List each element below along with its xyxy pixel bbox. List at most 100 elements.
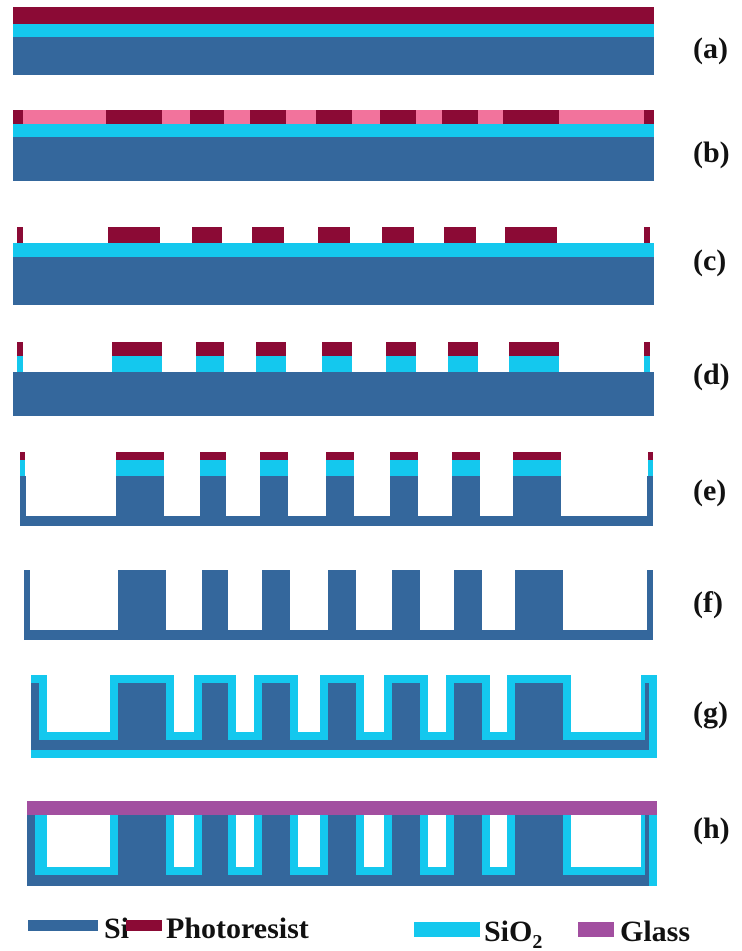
- sio2-block: [509, 356, 559, 372]
- si-pillar: [326, 476, 354, 516]
- si-pillar: [328, 683, 356, 740]
- step-label-g: (g): [693, 696, 728, 729]
- si-base: [20, 516, 653, 526]
- step-label-c: (c): [693, 244, 726, 277]
- resist-block-right: [648, 452, 653, 460]
- trench-gap: [236, 675, 254, 732]
- si-pillar: [202, 570, 228, 630]
- legend-label-sio2-main: SiO: [484, 915, 532, 948]
- si-pillar: [118, 815, 166, 875]
- resist-block: [256, 342, 286, 356]
- trench-gap: [298, 675, 320, 732]
- legend-swatch-photoresist: [126, 920, 162, 931]
- si-pillar: [513, 476, 561, 516]
- sio2-block: [452, 460, 480, 476]
- sealed-channel: [47, 815, 110, 867]
- trench-gap: [174, 675, 194, 732]
- si-pillar: [515, 570, 563, 630]
- resist-block: [250, 110, 286, 124]
- sealed-channel: [236, 815, 254, 867]
- si-substrate: [13, 372, 654, 416]
- sealed-channel: [571, 815, 641, 867]
- legend-label-photoresist: Photoresist: [166, 912, 309, 945]
- si-substrate: [13, 37, 654, 75]
- si-wall-left: [31, 683, 39, 740]
- sio2-layer: [13, 124, 654, 137]
- sio2-layer: [13, 243, 654, 257]
- si-pillar: [260, 476, 288, 516]
- sio2-block: [260, 460, 288, 476]
- sio2-block: [390, 460, 418, 476]
- resist-block: [382, 227, 414, 243]
- si-pillar: [392, 815, 420, 875]
- sealed-channel: [298, 815, 320, 867]
- resist-block: [116, 452, 164, 460]
- si-pillar: [200, 476, 226, 516]
- si-pillar: [392, 683, 420, 740]
- step-e: [20, 452, 653, 526]
- sealed-channel: [174, 815, 194, 867]
- resist-block: [448, 342, 478, 356]
- step-label-h: (h): [693, 812, 730, 845]
- trench-gap: [428, 675, 446, 732]
- si-wall-left: [27, 815, 35, 878]
- si-pillar: [202, 815, 228, 875]
- si-pillar: [116, 476, 164, 516]
- si-pillar: [390, 476, 418, 516]
- resist-block: [106, 110, 162, 124]
- resist-block: [322, 342, 352, 356]
- resist-block-right: [644, 227, 650, 243]
- si-base: [31, 740, 649, 750]
- resist-block: [252, 227, 284, 243]
- step-a: [13, 7, 654, 75]
- resist-block: [390, 452, 418, 460]
- resist-block: [386, 342, 416, 356]
- sio2-block: [448, 356, 478, 372]
- sio2-block: [256, 356, 286, 372]
- sealed-channel: [490, 815, 507, 867]
- legend-label-glass: Glass: [620, 915, 690, 948]
- resist-block-left: [17, 342, 23, 356]
- si-pillar: [454, 570, 482, 630]
- step-b: [13, 110, 654, 181]
- si-pillar: [118, 683, 166, 740]
- legend-label-sio2-subscript: 2: [532, 931, 542, 951]
- resist-block: [513, 452, 561, 460]
- resist-block: [444, 227, 476, 243]
- legend: Si Photoresist SiO2 Glass: [28, 912, 690, 951]
- resist-block: [260, 452, 288, 460]
- step-label-f: (f): [693, 586, 723, 619]
- si-pillar: [328, 570, 356, 630]
- resist-block: [316, 110, 352, 124]
- si-pillar: [454, 815, 482, 875]
- resist-block: [196, 342, 224, 356]
- si-pillar: [515, 815, 563, 875]
- step-g: [31, 675, 657, 758]
- sio2-block-right: [644, 356, 650, 372]
- si-pillar: [454, 683, 482, 740]
- si-substrate: [13, 257, 654, 305]
- sio2-block: [326, 460, 354, 476]
- si-pillar: [202, 683, 228, 740]
- si-wall-left: [24, 570, 30, 630]
- resist-block: [452, 452, 480, 460]
- resist-block: [442, 110, 478, 124]
- step-label-b: (b): [693, 136, 730, 169]
- sio2-block: [196, 356, 224, 372]
- sio2-block: [116, 460, 164, 476]
- resist-block-right: [644, 342, 650, 356]
- resist-block: [505, 227, 557, 243]
- trench-gap: [571, 675, 641, 732]
- sio2-block: [386, 356, 416, 372]
- legend-label-si: Si: [104, 912, 129, 945]
- resist-block-left: [13, 110, 23, 124]
- resist-block: [108, 227, 160, 243]
- step-label-d: (d): [693, 358, 730, 391]
- glass-wafer: [27, 801, 657, 815]
- resist-block: [380, 110, 416, 124]
- legend-swatch-si: [28, 920, 98, 931]
- si-pillar: [262, 570, 290, 630]
- step-labels: (a) (b) (c) (d) (e) (f) (g) (h): [693, 32, 730, 845]
- resist-block: [326, 452, 354, 460]
